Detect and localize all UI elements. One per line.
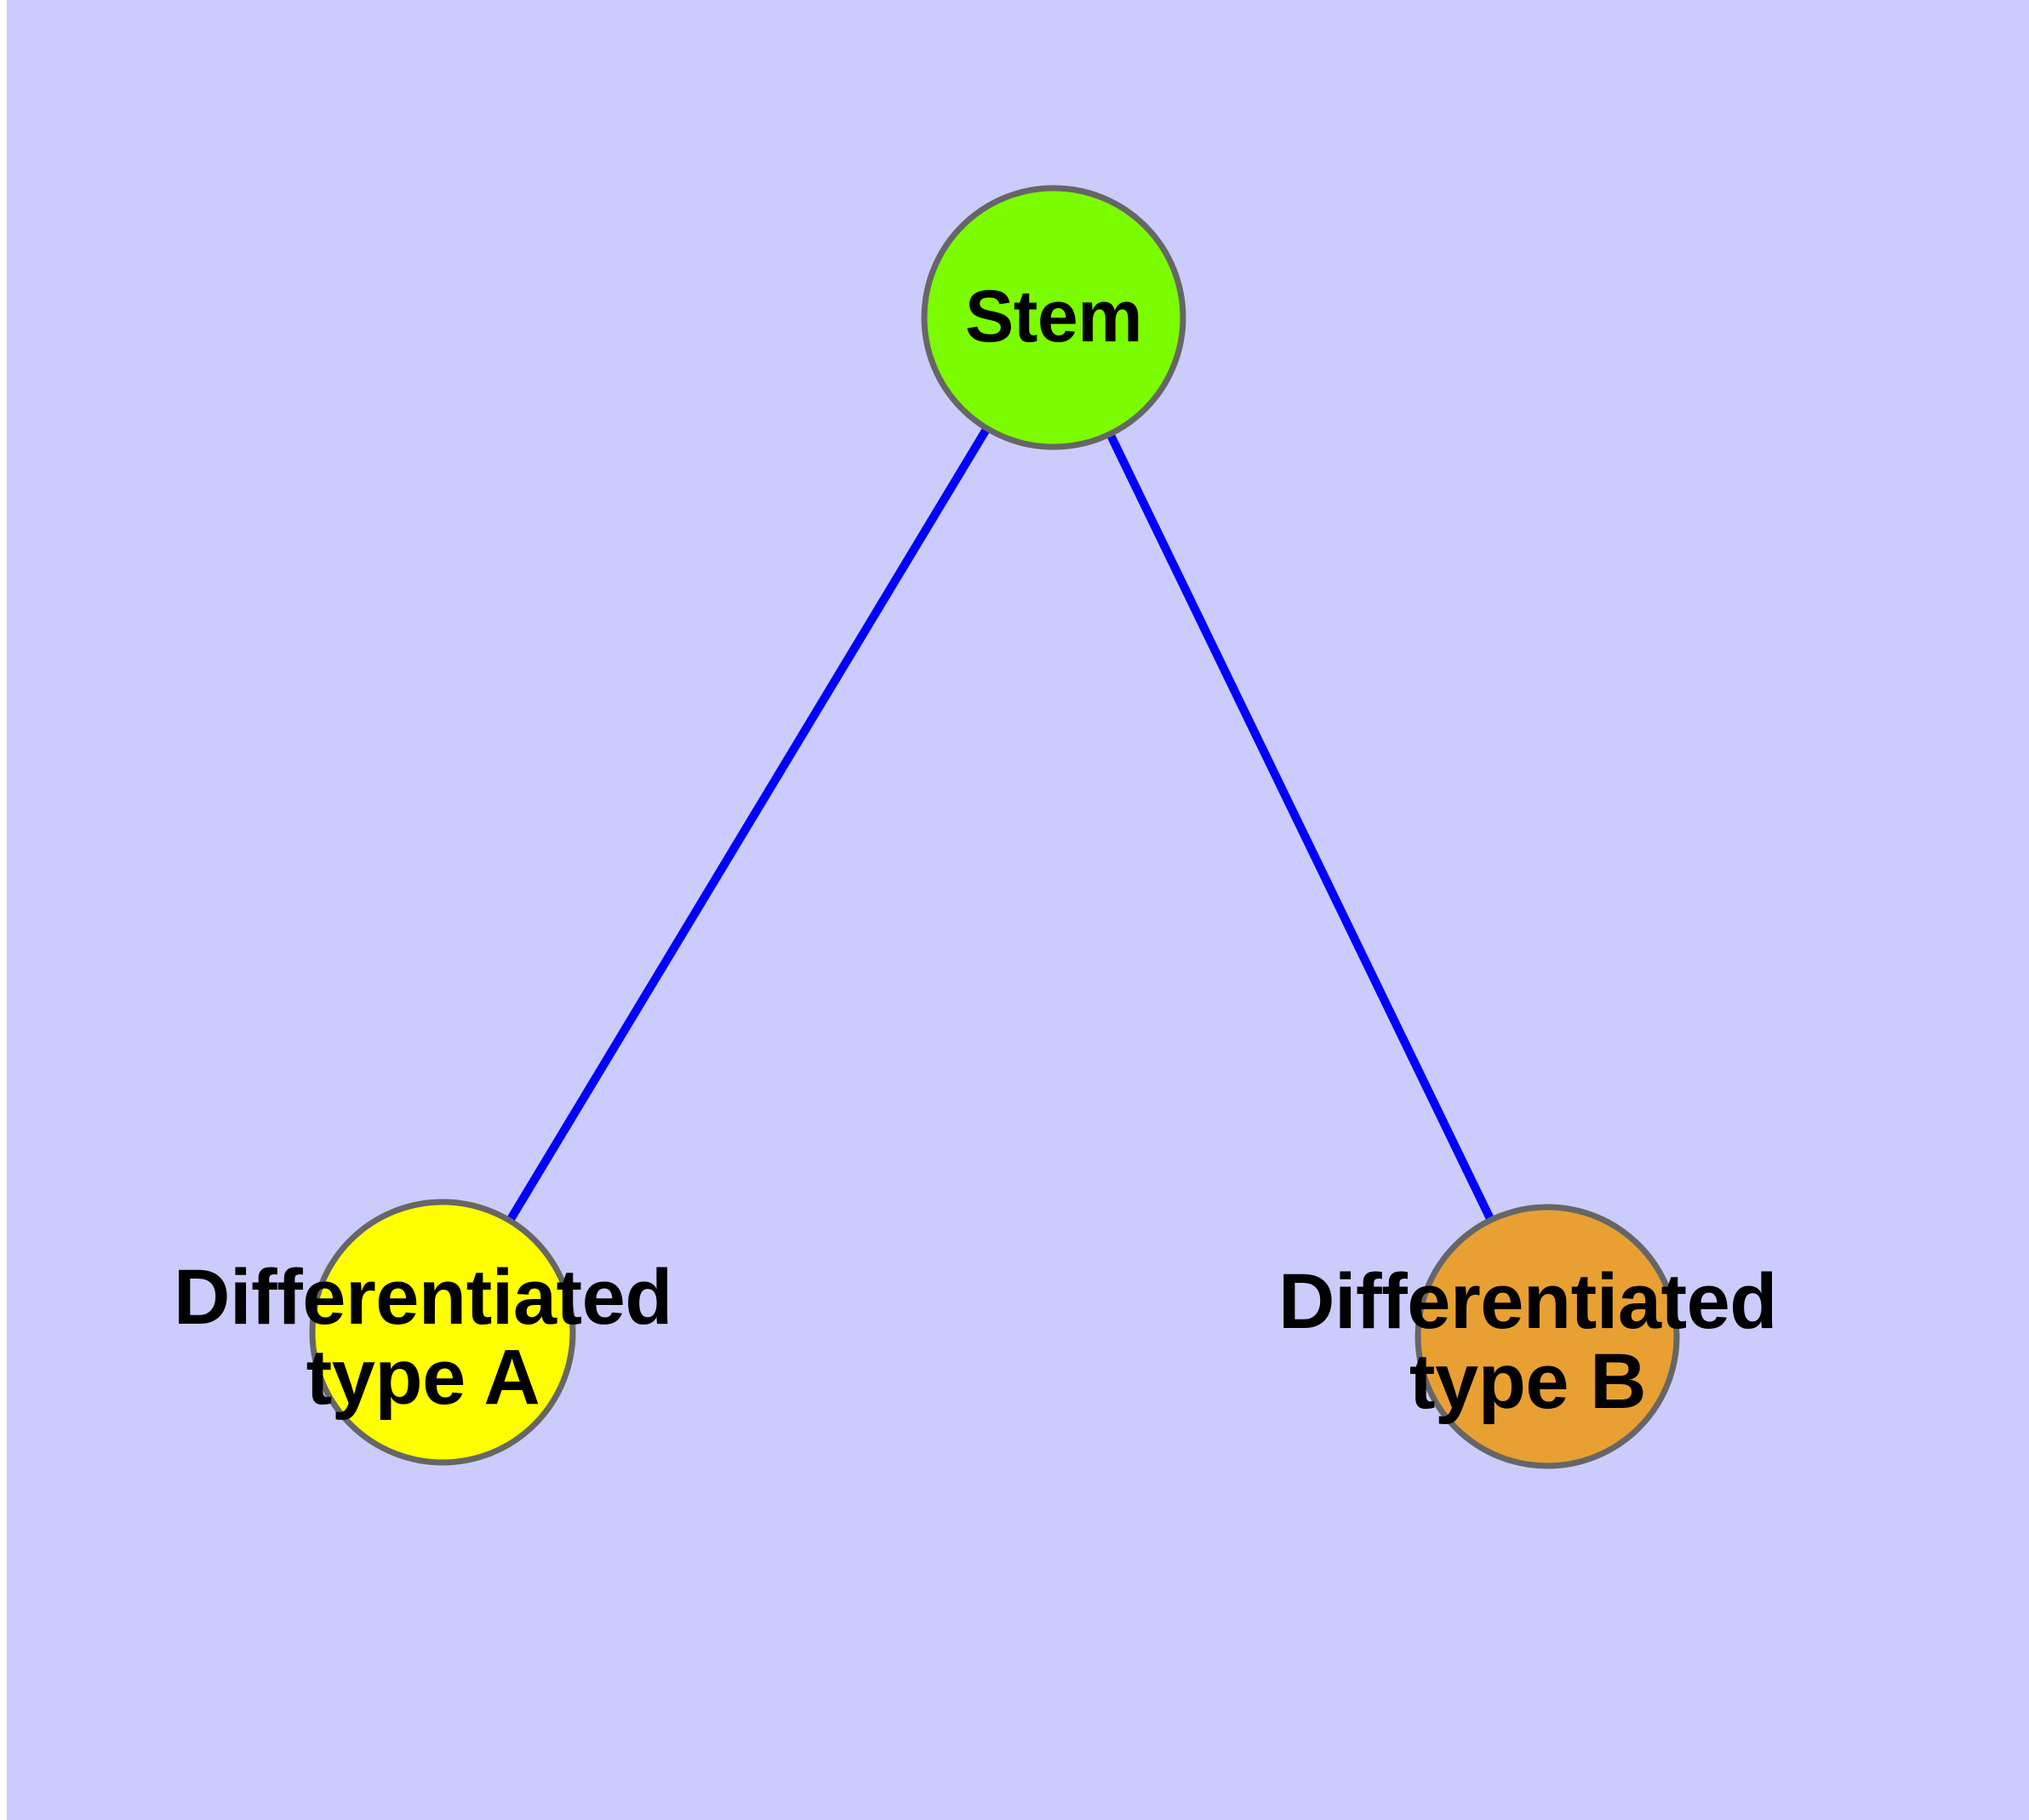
node-differentiated-type-a[interactable] bbox=[309, 1199, 576, 1466]
node-differentiated-type-b[interactable] bbox=[1415, 1204, 1680, 1469]
node-stem[interactable] bbox=[921, 185, 1186, 450]
edge-stem-to-differentiated-type-a[interactable] bbox=[438, 315, 1058, 1335]
node-layer bbox=[309, 185, 1680, 1469]
edge-stem-to-differentiated-type-b[interactable] bbox=[1049, 315, 1552, 1339]
edge-layer bbox=[438, 315, 1552, 1339]
